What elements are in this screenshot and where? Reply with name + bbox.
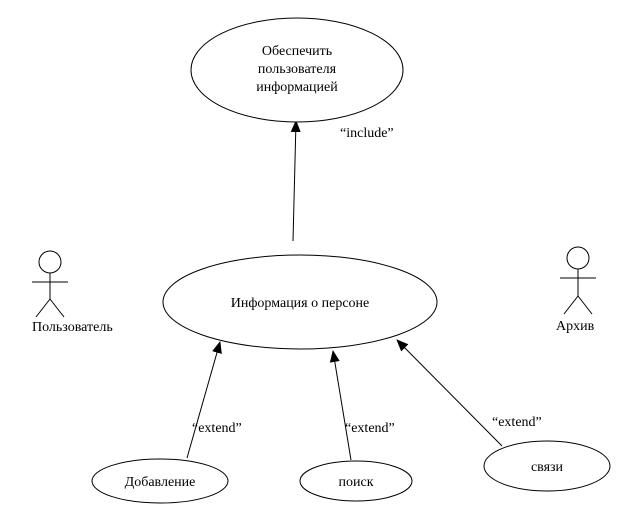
usecase-links: связи — [483, 440, 611, 492]
actor-user: Пользователь — [32, 250, 113, 335]
usecase-person-info-ellipse — [162, 254, 438, 350]
usecase-provide-info-label-line3: информацией — [256, 80, 338, 95]
usecase-search-ellipse — [299, 460, 413, 502]
actor-archive-left-leg — [563, 295, 579, 315]
include-arrow — [290, 120, 301, 242]
usecase-provide-info-ellipse — [190, 17, 404, 123]
extend-links-edge-label: “extend” — [492, 415, 542, 430]
actor-archive-label: Архив — [556, 319, 595, 334]
usecase-provide-info-label-line1: Обеспечить — [262, 44, 332, 59]
usecase-person-info: Информация о персоне — [162, 254, 438, 350]
actor-user-head — [38, 250, 62, 274]
usecase-search-label: поиск — [339, 475, 374, 490]
actor-archive: Архив — [556, 246, 596, 334]
usecase-links-label: связи — [531, 460, 564, 475]
extend-arrow-search — [329, 350, 352, 461]
actor-archive-right-leg — [577, 295, 593, 315]
usecase-add: Добавление — [91, 458, 229, 504]
include-edge-label: “include” — [340, 126, 394, 141]
actor-user-right-leg — [49, 298, 65, 318]
usecase-provide-info-label-line2: пользователя — [258, 62, 337, 77]
extend-search-edge-label: “extend” — [345, 421, 395, 436]
usecase-add-label: Добавление — [125, 475, 196, 490]
usecase-search: поиск — [299, 460, 413, 502]
extend-arrow-links — [396, 339, 503, 447]
extend-add-edge-label: “extend” — [192, 421, 242, 436]
usecase-person-info-label: Информация о персоне — [231, 296, 370, 311]
extend-arrow-add — [186, 341, 222, 459]
usecase-links-ellipse — [483, 440, 611, 492]
usecase-add-ellipse — [91, 458, 229, 504]
usecase-provide-info: Обеспечить пользователя информацией — [190, 17, 404, 123]
actor-user-left-leg — [35, 298, 51, 318]
actor-archive-head — [566, 246, 590, 270]
actor-user-label: Пользователь — [32, 320, 113, 335]
